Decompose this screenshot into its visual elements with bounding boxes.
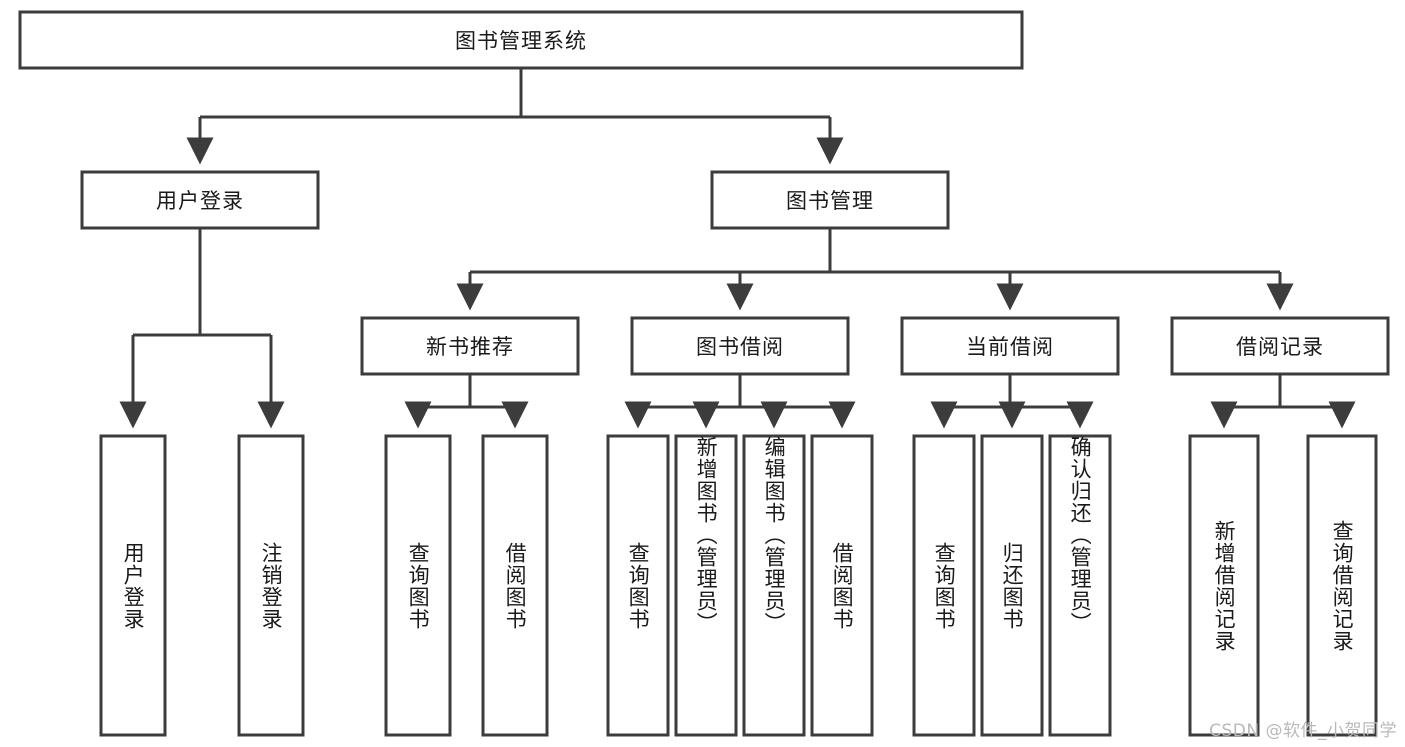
connector-root-to-level2 (186, 68, 844, 165)
connector-bookborrow-to-leaves (624, 374, 856, 429)
node-box-leaf-borrow-book[interactable] (810, 434, 874, 737)
connector-borrowrecord-to-leaves (1210, 374, 1356, 429)
node-box-leaf-query-book-recommend[interactable] (384, 434, 452, 737)
node-box-leaf-query-book-borrow[interactable] (606, 434, 670, 737)
connector-newbook-to-leaves (404, 374, 529, 429)
node-box-current-borrow[interactable] (900, 316, 1120, 376)
node-box-book-management[interactable] (710, 170, 950, 230)
node-box-leaf-borrow-book-recommend[interactable] (481, 434, 549, 737)
node-box-book-borrow[interactable] (630, 316, 850, 376)
node-box-root[interactable] (18, 10, 1024, 70)
node-box-new-book-recommend[interactable] (360, 316, 580, 376)
connector-userlogin-to-leaves (119, 228, 285, 429)
node-box-leaf-edit-book-admin[interactable] (742, 434, 806, 737)
node-box-user-login[interactable] (80, 170, 320, 230)
connector-booksys-to-level3 (456, 228, 1294, 311)
node-box-leaf-logout-login[interactable] (237, 434, 305, 737)
node-box-leaf-return-book[interactable] (980, 434, 1044, 737)
node-box-leaf-query-borrow-record[interactable] (1306, 434, 1378, 737)
node-box-leaf-add-book-admin[interactable] (674, 434, 738, 737)
node-box-leaf-confirm-return-admin[interactable] (1048, 434, 1112, 737)
node-box-leaf-add-borrow-record[interactable] (1188, 434, 1260, 737)
connector-currentborrow-to-leaves (930, 374, 1094, 429)
node-box-leaf-user-login[interactable] (99, 434, 167, 737)
node-box-leaf-query-book-current[interactable] (912, 434, 976, 737)
node-box-borrow-record[interactable] (1170, 316, 1390, 376)
watermark-text: CSDN @软件_小贺同学 (1209, 721, 1397, 741)
